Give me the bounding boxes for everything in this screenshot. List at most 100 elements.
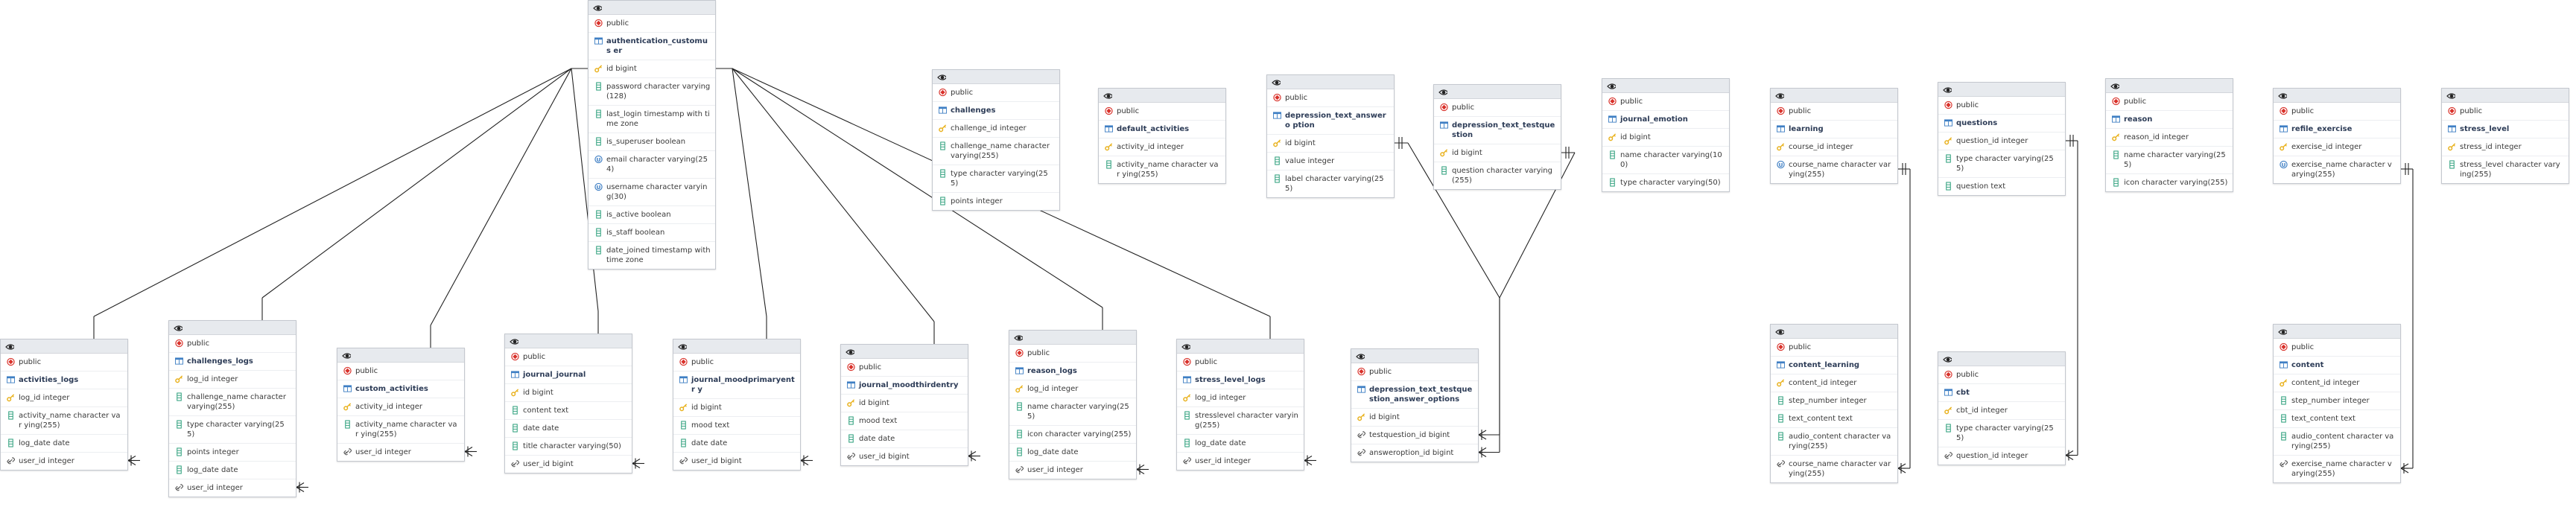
table-header[interactable] [2442,89,2569,103]
column-challenge-name[interactable]: challenge_name character varying(255) [169,389,296,416]
column-id[interactable]: id bigint [673,399,800,417]
schema-row[interactable]: public [1602,93,1729,111]
eye-icon[interactable] [1272,78,1281,87]
eye-icon[interactable] [2446,92,2455,101]
table-name[interactable]: depression_text_answero ption [1267,107,1394,135]
column-last-login[interactable]: last_login timestamp with ti me zone [589,106,715,133]
eye-icon[interactable] [1103,92,1112,101]
column-stresslevel[interactable]: stresslevel character varyin g(255) [1177,407,1304,435]
column-text-content[interactable]: text_content text [2274,410,2400,428]
column-log-id[interactable]: log_id integer [1,389,127,407]
schema-row[interactable]: public [1771,103,1897,121]
schema-row[interactable]: public [1,354,127,372]
eye-icon[interactable] [342,351,351,360]
table-name[interactable]: reason_logs [1009,363,1136,380]
column-stress-id[interactable]: stress_id integer [2442,138,2569,156]
table-header[interactable] [1,339,127,354]
column-id[interactable]: id bigint [589,60,715,78]
column-course-name[interactable]: course_name character var ying(255) [1771,156,1897,183]
column-id[interactable]: id bigint [1434,144,1561,162]
column-challenge-id[interactable]: challenge_id integer [933,120,1059,138]
schema-row[interactable]: public [1177,354,1304,372]
column-question-id[interactable]: question_id integer [1938,447,2065,465]
column-question[interactable]: question character varying (255) [1434,162,1561,189]
column-content-id[interactable]: content_id integer [1771,374,1897,392]
schema-row[interactable]: public [2274,339,2400,357]
column-type[interactable]: type character varying(255) [933,165,1059,193]
table-name[interactable]: journal_journal [505,366,632,384]
column-content[interactable]: content text [505,402,632,420]
column-id[interactable]: id bigint [1351,409,1478,427]
column-user-id[interactable]: user_id integer [1009,462,1136,479]
table-name[interactable]: challenges_logs [169,353,296,371]
column-user-id[interactable]: user_id bigint [673,453,800,470]
column-name[interactable]: name character varying(25 5) [1009,398,1136,426]
column-log-date[interactable]: log_date date [169,462,296,479]
table-name[interactable]: journal_moodprimaryentr y [673,372,800,399]
column-type[interactable]: type character varying(255) [1938,420,2065,447]
column-icon[interactable]: icon character varying(255) [2106,174,2233,191]
eye-icon[interactable] [5,342,14,351]
schema-row[interactable]: public [2442,103,2569,121]
column-user-id[interactable]: user_id bigint [505,456,632,473]
column-log-id[interactable]: log_id integer [1009,380,1136,398]
schema-row[interactable]: public [1009,345,1136,363]
column-audio-content[interactable]: audio_content character va rying(255) [1771,428,1897,456]
column-id[interactable]: id bigint [841,395,968,412]
column-activity-id[interactable]: activity_id integer [337,398,464,416]
eye-icon[interactable] [1356,352,1365,361]
column-id[interactable]: id bigint [505,384,632,402]
eye-icon[interactable] [174,324,183,333]
column-log-date[interactable]: log_date date [1177,435,1304,453]
eye-icon[interactable] [1014,334,1023,342]
table-header[interactable] [169,321,296,335]
column-icon[interactable]: icon character varying(255) [1009,426,1136,444]
eye-icon[interactable] [510,337,518,346]
table-header[interactable] [337,348,464,363]
schema-row[interactable]: public [589,15,715,33]
table-name[interactable]: journal_moodthirdentry [841,377,968,395]
schema-row[interactable]: public [337,363,464,380]
column-user-id[interactable]: user_id integer [169,479,296,497]
column-type[interactable]: type character varying(50) [1602,174,1729,191]
column-question[interactable]: question text [1938,178,2065,195]
table-header[interactable] [1938,352,2065,366]
schema-row[interactable]: public [1099,103,1225,121]
column-date[interactable]: date date [505,420,632,438]
eye-icon[interactable] [1943,355,1952,364]
table-header[interactable] [673,339,800,354]
eye-icon[interactable] [1181,342,1190,351]
table-header[interactable] [1267,75,1394,89]
column-exercise-id[interactable]: exercise_id integer [2274,138,2400,156]
column-reason-id[interactable]: reason_id integer [2106,129,2233,147]
column-exercise-name[interactable]: exercise_name character v arying(255) [2274,156,2400,183]
table-name[interactable]: refile_exercise [2274,121,2400,138]
column-name[interactable]: name character varying(25 5) [2106,147,2233,174]
table-header[interactable] [2274,89,2400,103]
table-header[interactable] [1177,339,1304,354]
column-course-name[interactable]: course_name character var ying(255) [1771,456,1897,482]
column-type[interactable]: type character varying(255) [169,416,296,444]
schema-row[interactable]: public [1938,97,2065,115]
table-header[interactable] [1351,349,1478,363]
table-name[interactable]: cbt [1938,384,2065,402]
eye-icon[interactable] [678,342,687,351]
column-title[interactable]: title character varying(50) [505,438,632,456]
column-log-id[interactable]: log_id integer [1177,389,1304,407]
schema-row[interactable]: public [505,348,632,366]
schema-row[interactable]: public [1351,363,1478,381]
schema-row[interactable]: public [1267,89,1394,107]
